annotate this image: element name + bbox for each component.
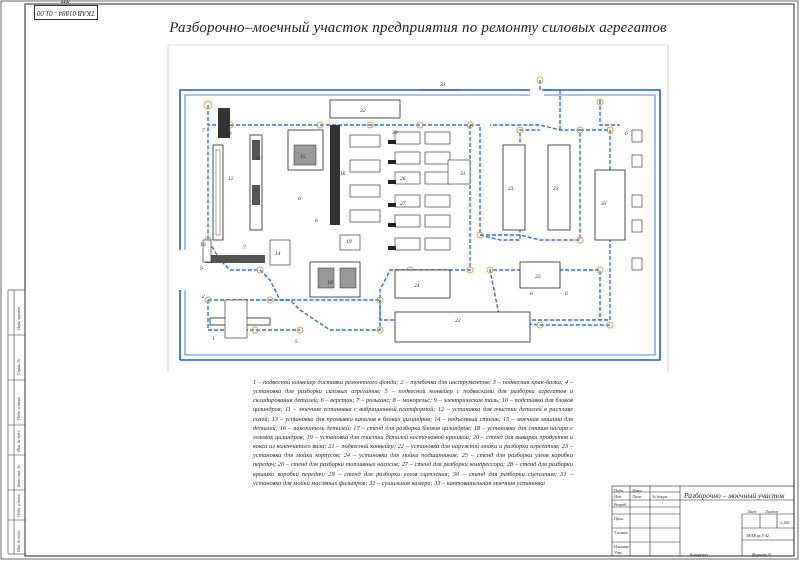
side-strip-2: Подп. и дата bbox=[16, 397, 21, 420]
label-27: 27 bbox=[400, 201, 406, 207]
tb-row-7: Т.контр. bbox=[614, 530, 629, 535]
label-5: 5 bbox=[295, 339, 298, 345]
roller-table-7 bbox=[205, 255, 265, 263]
label-13: 13 bbox=[226, 131, 232, 137]
tb-row-4: Дата bbox=[632, 488, 642, 493]
door-top bbox=[530, 86, 544, 98]
label-2: 2 bbox=[202, 294, 205, 300]
label-22b: 22 bbox=[535, 274, 541, 280]
black-drawers bbox=[388, 140, 396, 250]
side-strip-3: Инв. № дубл. bbox=[16, 430, 21, 452]
tb-row-1: Лист bbox=[632, 494, 642, 499]
label-32: 32 bbox=[359, 108, 366, 114]
sheet-inner-frame bbox=[24, 3, 795, 557]
case-washer-23b bbox=[547, 144, 571, 231]
label-26: 26 bbox=[400, 176, 406, 182]
washing-unit-22 bbox=[394, 311, 531, 343]
stand-column-17-19 bbox=[339, 134, 381, 251]
side-strip-1: Справ. № bbox=[16, 358, 21, 375]
label-33-top: 33 bbox=[439, 82, 446, 88]
title-block-format: Формат А1 bbox=[752, 552, 772, 557]
lift-table-14 bbox=[269, 239, 291, 266]
tb-row-6: Пров. bbox=[614, 516, 624, 521]
label-31: 31 bbox=[459, 171, 466, 177]
tilting-washer-33 bbox=[594, 169, 626, 241]
label-6d: 6 bbox=[298, 196, 301, 202]
label-1: 1 bbox=[212, 336, 215, 342]
label-19: 19 bbox=[346, 239, 352, 245]
label-7b: 7 bbox=[202, 128, 205, 134]
side-strip-4: Взам. инв. № bbox=[16, 464, 21, 487]
label-15: 15 bbox=[300, 154, 306, 160]
label-33: 33 bbox=[600, 201, 607, 207]
drying-chamber-32 bbox=[329, 99, 401, 119]
case-washer-23a bbox=[502, 144, 526, 231]
side-strip-6: Инв. № подл. bbox=[16, 529, 21, 552]
unit-24 bbox=[394, 269, 451, 299]
title-block-sheets: Листов bbox=[765, 509, 779, 514]
revision-block bbox=[612, 491, 680, 508]
label-14: 14 bbox=[275, 250, 281, 257]
label-18: 18 bbox=[327, 280, 333, 286]
label-12: 12 bbox=[228, 176, 234, 182]
label-23b: 23 bbox=[553, 186, 559, 192]
label-11: 11 bbox=[256, 156, 261, 162]
corner-stamp: ТКАВ 01884 - 01.00 ДП bbox=[34, 0, 98, 20]
tb-row-0: Изм. bbox=[614, 494, 622, 499]
label-10: 10 bbox=[200, 242, 206, 248]
tb-row-5: Разраб. bbox=[614, 502, 627, 507]
label-7: 7 bbox=[243, 245, 246, 251]
unit-16 bbox=[330, 125, 340, 225]
label-24: 24 bbox=[414, 282, 420, 289]
equipment-legend: 1 – подвесной конвейер доставки ремонтно… bbox=[253, 379, 573, 487]
tb-row-8: Н.контр. bbox=[614, 544, 630, 549]
label-30: 30 bbox=[391, 130, 398, 136]
stands-20-31 bbox=[394, 131, 471, 251]
tb-row-3: Подп. bbox=[614, 488, 624, 493]
label-6e: 6 bbox=[315, 218, 318, 224]
side-strip-0: Перв. примен. bbox=[16, 306, 21, 330]
label-22: 22 bbox=[455, 318, 461, 324]
unit-13 bbox=[218, 108, 230, 138]
side-strip-5: Подп. и дата bbox=[16, 494, 21, 517]
title-block-org: ТКАВ гр.Т-42 bbox=[746, 533, 769, 538]
side-strip bbox=[7, 289, 26, 555]
title-block-sheet: Лист bbox=[747, 509, 757, 514]
title-block bbox=[611, 485, 795, 557]
title-block-copied: Копировал bbox=[690, 552, 708, 557]
drawing-title: Разборочно–моечный участок предприятия п… bbox=[169, 20, 667, 36]
unit-22b bbox=[519, 261, 561, 289]
building-walls bbox=[179, 89, 661, 361]
label-16: 16 bbox=[340, 171, 346, 177]
tb-row-2: № докум. bbox=[652, 494, 668, 499]
door-left bbox=[176, 250, 188, 290]
label-23a: 23 bbox=[508, 186, 514, 192]
label-6c: 6 bbox=[565, 291, 568, 297]
tb-row-9: Утв. bbox=[614, 550, 623, 555]
label-9: 9 bbox=[200, 266, 203, 272]
title-block-name: Разборочно – моечный участок bbox=[684, 491, 785, 500]
label-6b: 6 bbox=[530, 291, 533, 297]
label-6a: 6 bbox=[625, 131, 628, 137]
benches-6 bbox=[631, 129, 643, 271]
title-block-scale: 1:200 bbox=[780, 520, 790, 525]
equipment-labels: 33 32 12 13 11 15 16 30 31 26 27 23 23 3… bbox=[200, 82, 628, 345]
